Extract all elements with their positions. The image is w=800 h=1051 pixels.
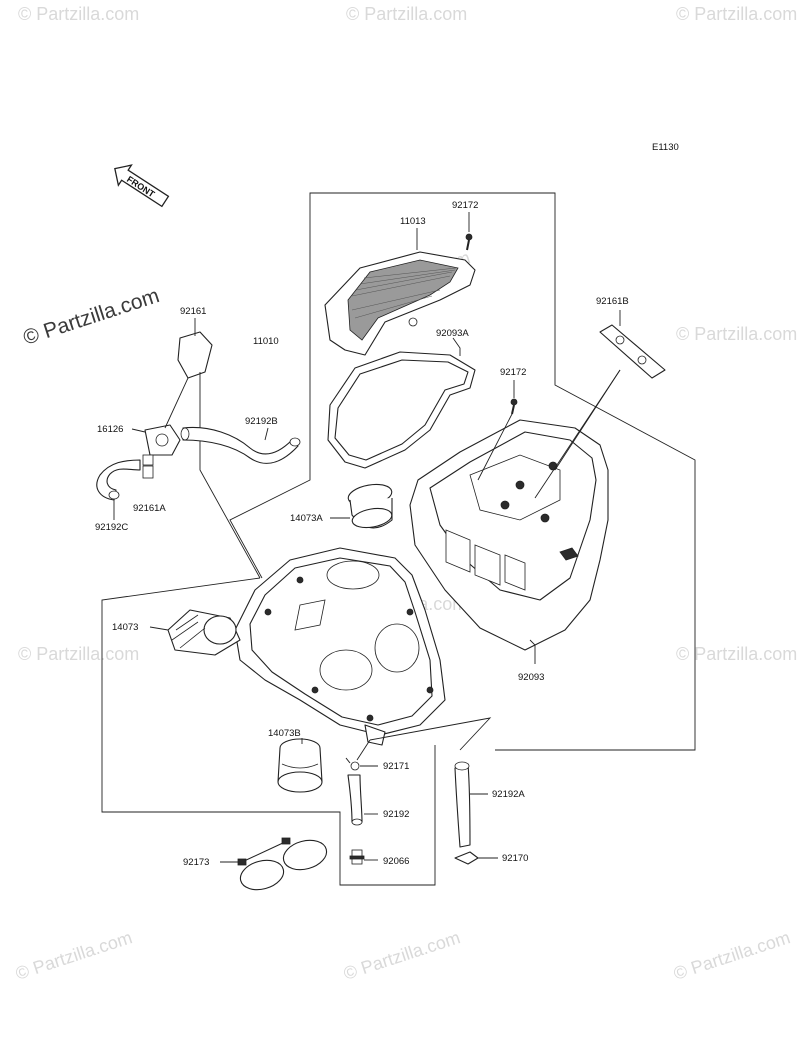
leader-line [164, 377, 189, 429]
part-label-92066: 92066 [383, 856, 409, 867]
watermark: © Partzilla.com [676, 644, 797, 664]
watermark: © Partzilla.com [676, 4, 797, 24]
leader-line [229, 340, 311, 579]
watermark-main: © Partzilla.com [20, 284, 162, 350]
leader-line [149, 626, 169, 631]
front-arrow-icon: FRONT [114, 164, 170, 208]
assembly-bracket-line-lower [101, 577, 436, 886]
part-label-92093a: 92093A [436, 328, 469, 339]
part-label-11013: 11013 [400, 216, 426, 227]
part-label-14073a: 14073A [290, 513, 323, 524]
part-label-92172: 92172 [452, 200, 478, 211]
watermark: © Partzilla.com [18, 4, 139, 24]
watermark: © Partzilla.com [18, 644, 139, 664]
part-label-92192c: 92192C [95, 522, 128, 533]
hose-clip [454, 851, 479, 865]
hose-clamp [237, 837, 328, 891]
leader-line [369, 717, 492, 751]
part-label-92192: 92192 [383, 809, 409, 820]
screw-icon [465, 233, 473, 251]
hose-clip [345, 757, 360, 771]
diagram-code: E1130 [652, 142, 679, 153]
watermarks: © Partzilla.com © Partzilla.com © Partzi… [13, 4, 797, 984]
cap-92161A [142, 465, 154, 479]
part-label-92173: 92173 [183, 857, 209, 868]
part-label-14073b: 14073B [268, 728, 301, 739]
leader-line [534, 369, 621, 499]
part-label-16126: 16126 [97, 424, 123, 435]
leader-line [477, 413, 513, 481]
watermark: © Partzilla.com [346, 4, 467, 24]
intake-boot [167, 609, 241, 656]
part-label-92161b: 92161B [596, 296, 629, 307]
part-label-92172: 92172 [500, 367, 526, 378]
airbox-lower-case [234, 547, 446, 746]
part-label-92161a: 92161A [133, 503, 166, 514]
breather-hose [454, 761, 471, 848]
hose-92192C [96, 459, 141, 501]
part-labels: 11010 11013 92172 92172 92093A 92161B 92… [95, 200, 629, 868]
part-label-14073: 14073 [112, 622, 138, 633]
leader-line [131, 428, 146, 433]
part-label-92192b: 92192B [245, 416, 278, 427]
leader-line [264, 427, 269, 441]
leader-line [452, 337, 461, 356]
valve-cap [177, 331, 213, 379]
hose-92192B [180, 426, 301, 464]
intake-boot [347, 483, 393, 529]
watermark: © Partzilla.com [671, 927, 793, 984]
watermark: © Partzilla.com [676, 324, 797, 344]
air-switching-valve [142, 424, 181, 466]
assembly-bracket-line [309, 192, 696, 751]
gasket-ring [327, 351, 476, 469]
part-label-92093: 92093 [518, 672, 544, 683]
part-label-11010: 11010 [253, 336, 279, 347]
watermark: © Partzilla.com [341, 927, 463, 984]
leader-line [529, 639, 536, 664]
intake-boot [277, 738, 323, 793]
leader-line [356, 739, 371, 761]
leader-line [199, 372, 261, 579]
screw-icon [510, 398, 518, 415]
part-label-92192a: 92192A [492, 789, 525, 800]
part-label-92161: 92161 [180, 306, 206, 317]
airbox-cover [409, 419, 609, 651]
air-filter-element [324, 251, 476, 356]
bracket-plate [599, 324, 666, 379]
part-label-92171: 92171 [383, 761, 409, 772]
part-label-92170: 92170 [502, 853, 528, 864]
watermark: © Partzilla.com [13, 927, 135, 984]
drain-hose [347, 774, 363, 826]
drain-plug [349, 849, 365, 865]
